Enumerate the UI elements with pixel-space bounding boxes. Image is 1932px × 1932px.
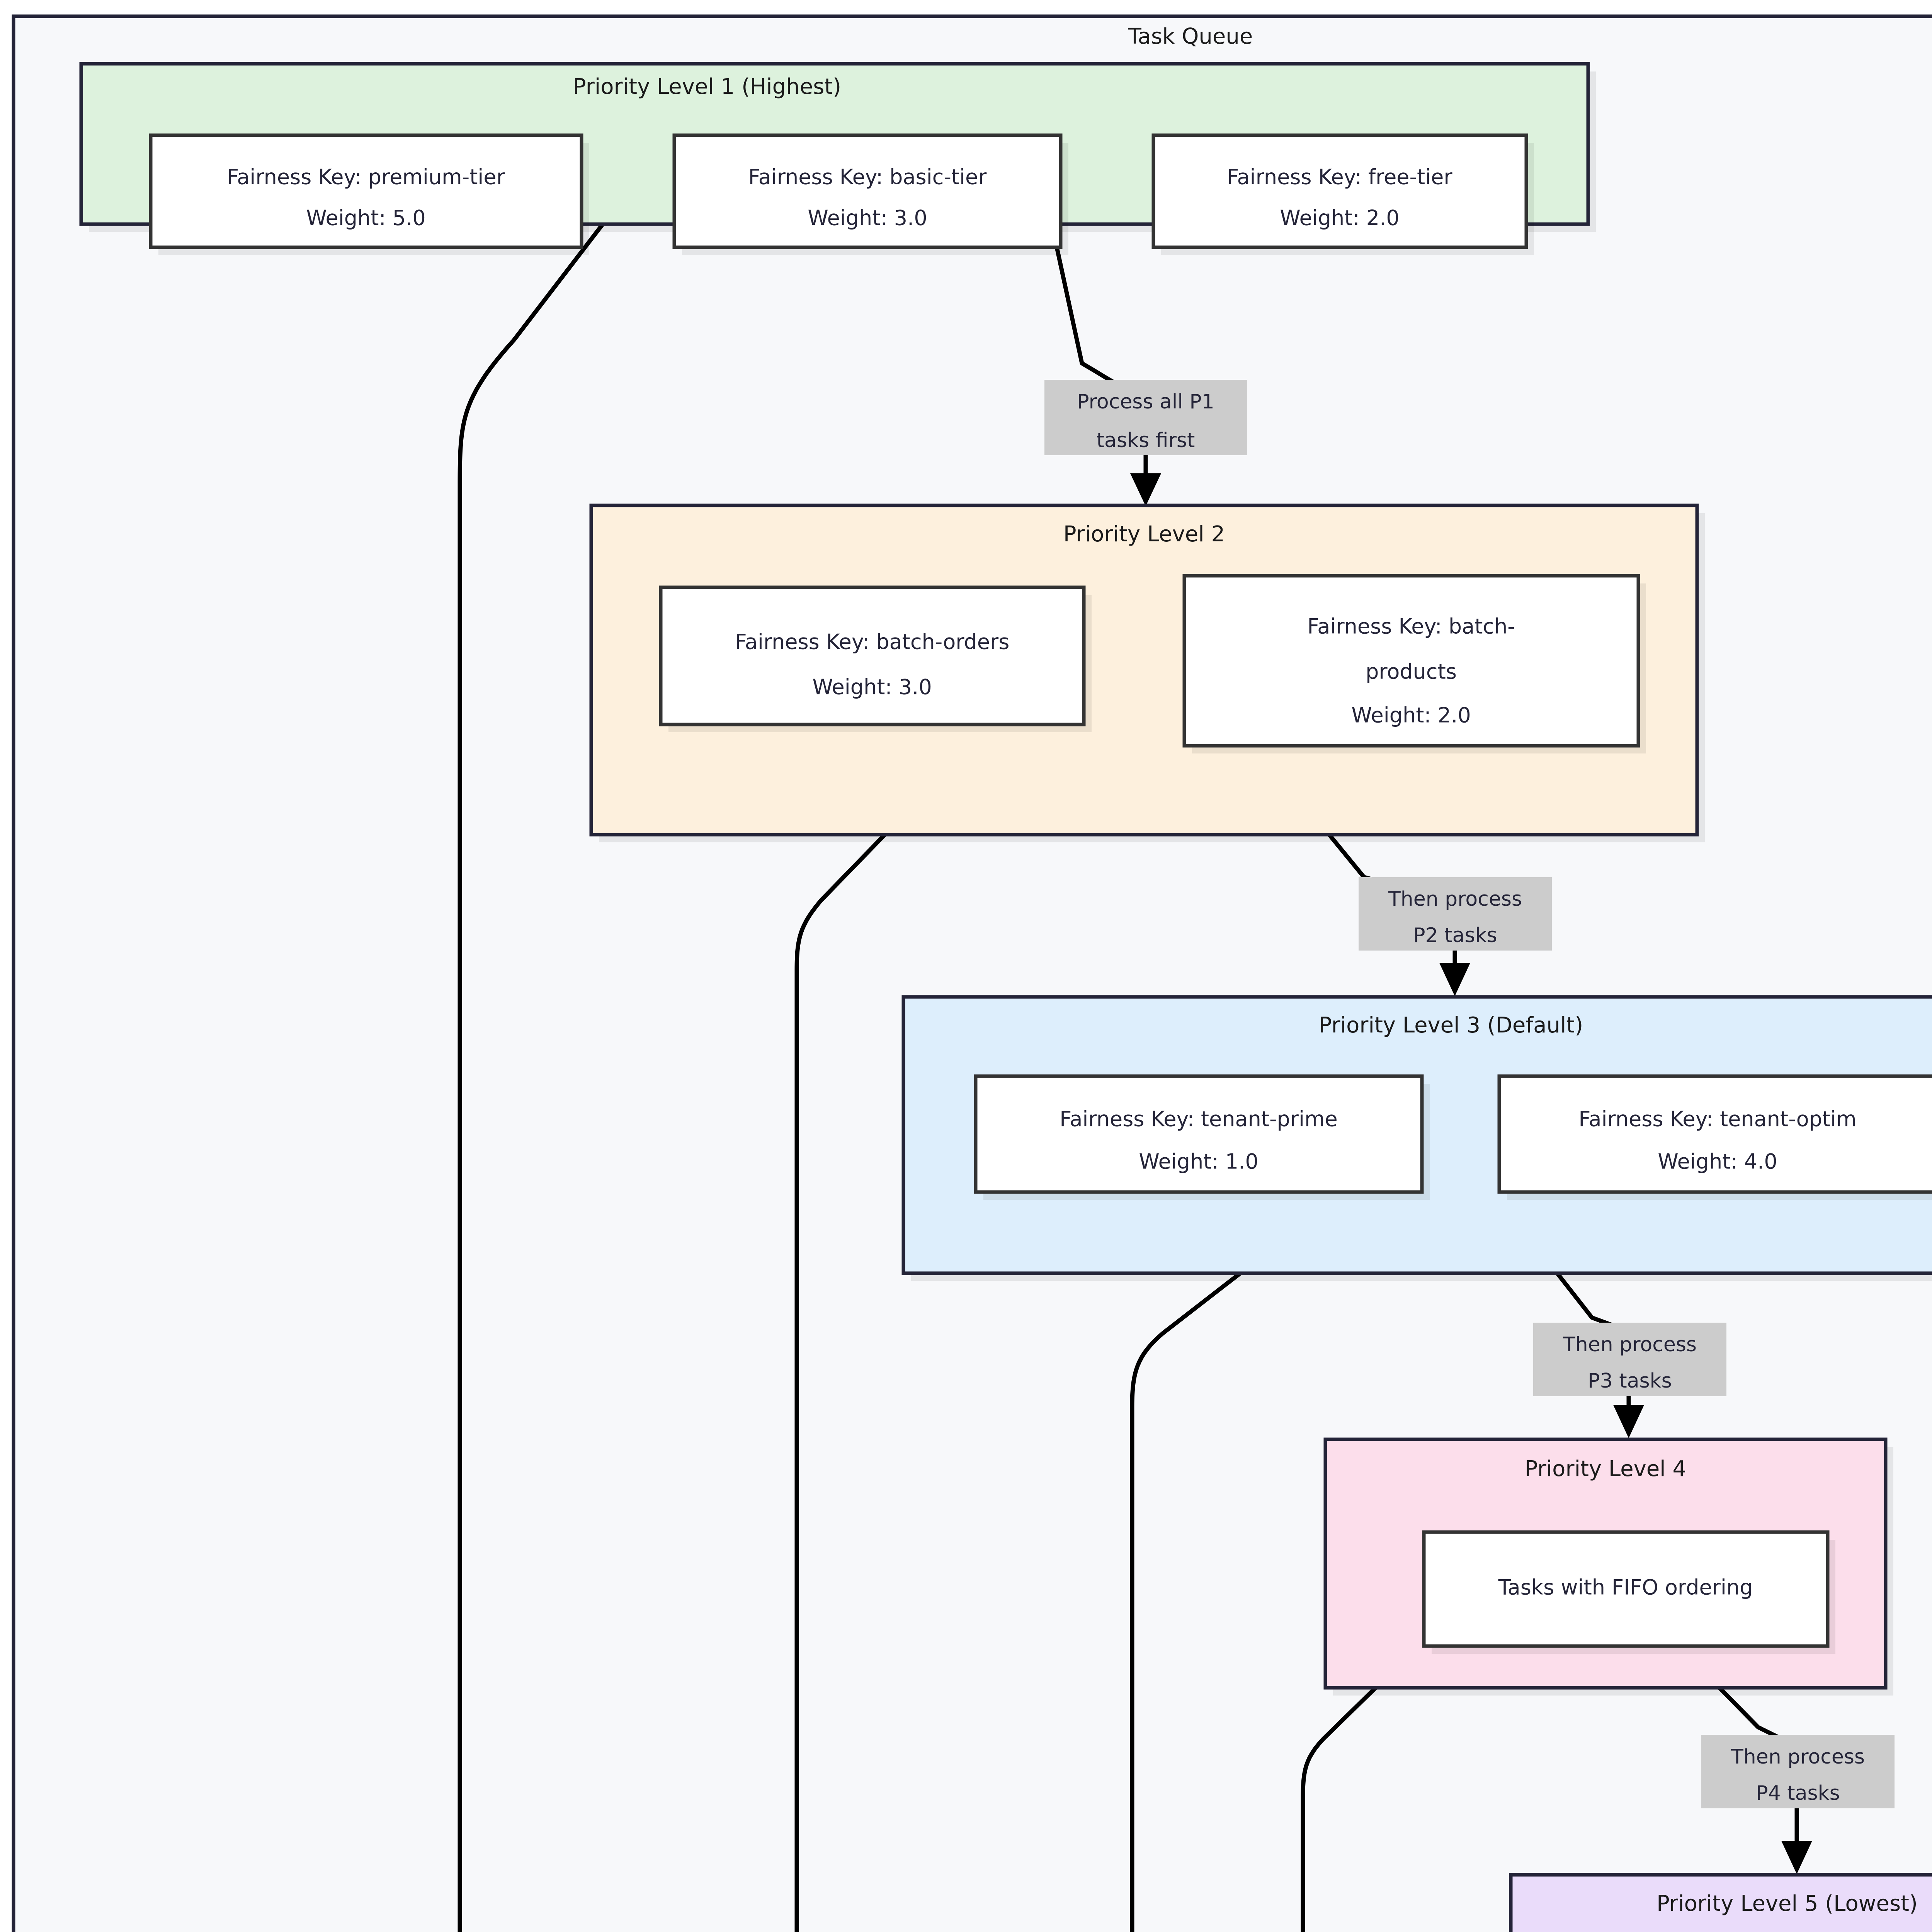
edge-p3-workers: [1130, 1271, 1243, 1932]
node-p4-fifo[interactable]: [1422, 1530, 1830, 1648]
node-p4-fifo-line1: Tasks with FIFO ordering: [1498, 1575, 1753, 1600]
node-p3-tenant-optim-line1: Fairness Key: tenant-optim: [1578, 1107, 1856, 1131]
cluster-task-queue: Task Queue: [12, 14, 1932, 1932]
arrowhead-p3-p4: [1613, 1405, 1644, 1438]
edge-label-p2-p3-line2: P2 tasks: [1413, 924, 1497, 947]
edge-label-p3-p4: Then process P3 tasks: [1533, 1323, 1726, 1396]
cluster-p3-title: Priority Level 3 (Default): [1319, 1013, 1583, 1038]
edge-p2-workers: [794, 832, 887, 1932]
node-p1-basic-tier-line2: Weight: 3.0: [808, 206, 927, 230]
node-p2-batch-products-line1: Fairness Key: batch-: [1307, 614, 1515, 639]
node-p2-batch-orders[interactable]: [659, 585, 1086, 726]
node-p1-premium-tier-line1: Fairness Key: premium-tier: [227, 165, 505, 189]
node-p3-tenant-optim[interactable]: [1497, 1074, 1932, 1194]
node-p1-premium-tier-line2: Weight: 5.0: [306, 206, 425, 230]
node-p1-free-tier[interactable]: [1151, 133, 1528, 249]
edge-label-p2-p3: Then process P2 tasks: [1359, 877, 1552, 951]
edge-label-p3-p4-line2: P3 tasks: [1588, 1369, 1672, 1393]
edge-label-p3-p4-line1: Then process: [1563, 1333, 1697, 1356]
cluster-priority-1: Priority Level 1 (Highest) Fairness Key:…: [79, 62, 1596, 255]
node-p3-tenant-prime-line2: Weight: 1.0: [1139, 1150, 1258, 1174]
cluster-p5-title: Priority Level 5 (Lowest): [1656, 1891, 1918, 1916]
edge-p4-workers: [1301, 1685, 1378, 1932]
node-p2-batch-products-line2: products: [1366, 660, 1457, 684]
node-p1-basic-tier-line1: Fairness Key: basic-tier: [748, 165, 987, 189]
node-p1-premium-tier[interactable]: [149, 133, 583, 249]
cluster-priority-5: Priority Level 5 (Lowest) Tasks with FIF…: [1509, 1873, 1932, 1932]
cluster-priority-4: Priority Level 4 Tasks with FIFO orderin…: [1323, 1437, 1893, 1696]
edge-label-p2-p3-line1: Then process: [1388, 888, 1522, 911]
edge-label-p1-p2-line2: tasks first: [1097, 429, 1195, 452]
cluster-priority-3: Priority Level 3 (Default) Fairness Key:…: [901, 995, 1932, 1281]
edge-label-p1-p2-line1: Process all P1: [1077, 390, 1214, 413]
edge-label-p4-p5-line2: P4 tasks: [1756, 1782, 1840, 1805]
cluster-priority-2: Priority Level 2 Fairness Key: batch-ord…: [589, 503, 1705, 842]
arrowhead-p2-p3: [1439, 963, 1470, 996]
node-p1-free-tier-line2: Weight: 2.0: [1280, 206, 1399, 230]
node-p2-batch-orders-line1: Fairness Key: batch-orders: [735, 630, 1010, 654]
arrowhead-p4-p5: [1781, 1841, 1812, 1874]
node-p2-batch-products[interactable]: [1182, 574, 1640, 748]
node-p3-tenant-prime-line1: Fairness Key: tenant-prime: [1060, 1107, 1338, 1131]
node-p2-batch-orders-line2: Weight: 3.0: [812, 675, 932, 699]
cluster-p1-title: Priority Level 1 (Highest): [573, 74, 841, 99]
cluster-p2-title: Priority Level 2: [1063, 522, 1225, 547]
edge-label-p4-p5: Then process P4 tasks: [1701, 1735, 1895, 1808]
edge-p1-workers: [457, 222, 605, 1932]
node-p3-tenant-optim-line2: Weight: 4.0: [1658, 1150, 1777, 1174]
task-queue-title: Task Queue: [1128, 24, 1253, 49]
node-p1-free-tier-line1: Fairness Key: free-tier: [1227, 165, 1452, 189]
node-p3-tenant-prime[interactable]: [974, 1074, 1424, 1194]
edge-label-p4-p5-line1: Then process: [1731, 1745, 1865, 1769]
node-p1-basic-tier[interactable]: [672, 133, 1063, 249]
edge-label-p1-p2: Process all P1 tasks first: [1044, 380, 1247, 455]
node-p2-batch-products-line3: Weight: 2.0: [1351, 703, 1471, 728]
cluster-p4-title: Priority Level 4: [1525, 1456, 1686, 1481]
arrowhead-p1-p2: [1130, 473, 1161, 506]
